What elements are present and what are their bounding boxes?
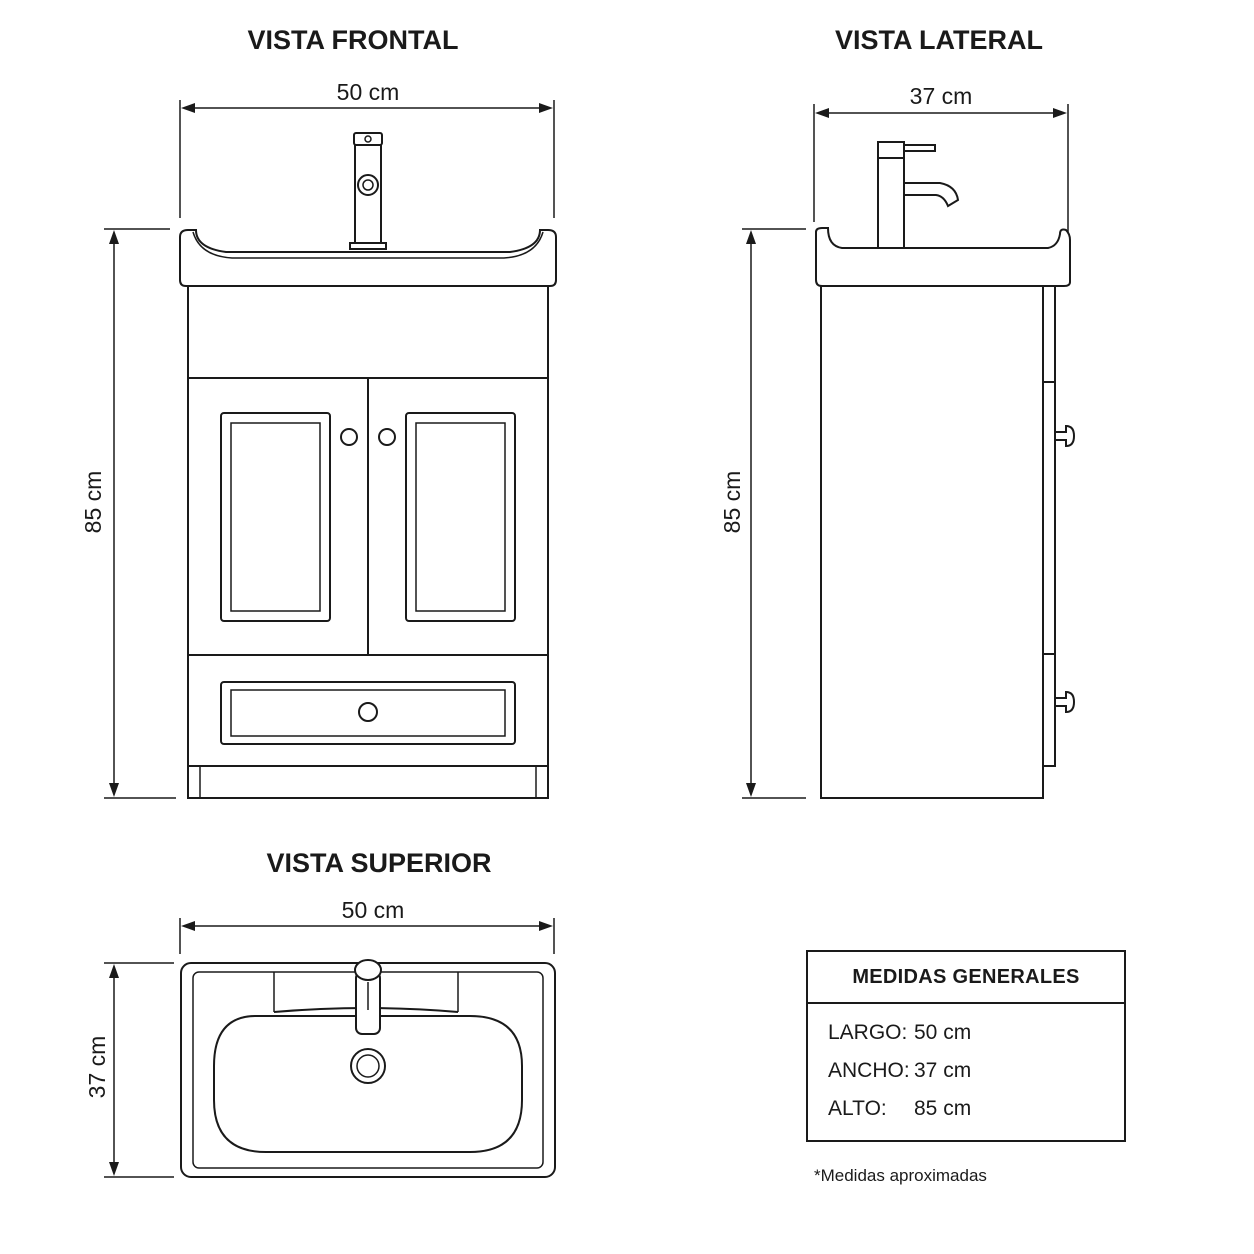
top-depth-dimension: 37 cm [84, 962, 174, 1178]
front-width-dimension: 50 cm [179, 79, 555, 218]
specs-row-alto: ALTO: 85 cm [808, 1090, 1124, 1128]
specs-label: LARGO: [828, 1021, 908, 1044]
side-door-knob [1054, 424, 1076, 448]
front-view: VISTA FRONTAL 50 cm 85 cm [80, 25, 557, 799]
front-left-door-knob [340, 428, 358, 446]
top-width-label: 50 cm [342, 897, 405, 923]
specs-value: 50 cm [914, 1021, 972, 1044]
specs-label: ANCHO: [828, 1059, 910, 1082]
front-cabinet [187, 285, 549, 799]
side-height-label: 85 cm [719, 471, 745, 534]
side-cabinet [820, 285, 1076, 799]
specs-value: 37 cm [914, 1059, 972, 1082]
side-drawer-knob [1054, 690, 1076, 714]
drain-icon [350, 1048, 386, 1084]
side-basin [815, 227, 1071, 287]
side-width-label: 37 cm [910, 83, 973, 109]
side-height-dimension: 85 cm [719, 228, 806, 799]
top-depth-label: 37 cm [84, 1036, 110, 1099]
specs-table: MEDIDAS GENERALES LARGO: 50 cm ANCHO: 37… [806, 950, 1126, 1142]
side-view-title: VISTA LATERAL [835, 25, 1043, 55]
side-view: VISTA LATERAL 37 cm 85 cm [719, 25, 1076, 799]
front-faucet [349, 132, 387, 250]
specs-title: MEDIDAS GENERALES [808, 952, 1124, 1004]
approximate-measures-note: *Medidas aproximadas [814, 1166, 987, 1185]
top-basin [180, 959, 556, 1178]
specs-value: 85 cm [914, 1097, 972, 1120]
specs-label: ALTO: [828, 1097, 887, 1120]
front-view-title: VISTA FRONTAL [248, 25, 459, 55]
front-height-dimension: 85 cm [80, 228, 176, 799]
top-width-dimension: 50 cm [179, 897, 555, 954]
top-view: VISTA SUPERIOR 50 cm 37 cm [84, 848, 556, 1178]
front-right-door-knob [378, 428, 396, 446]
side-width-dimension: 37 cm [813, 83, 1069, 240]
side-faucet [877, 141, 960, 249]
front-width-label: 50 cm [337, 79, 400, 105]
front-drawer-knob [358, 702, 378, 722]
front-basin [179, 229, 557, 287]
specs-row-ancho: ANCHO: 37 cm [808, 1052, 1124, 1090]
front-height-label: 85 cm [80, 471, 106, 534]
top-view-title: VISTA SUPERIOR [266, 848, 491, 878]
specs-row-largo: LARGO: 50 cm [808, 1014, 1124, 1052]
